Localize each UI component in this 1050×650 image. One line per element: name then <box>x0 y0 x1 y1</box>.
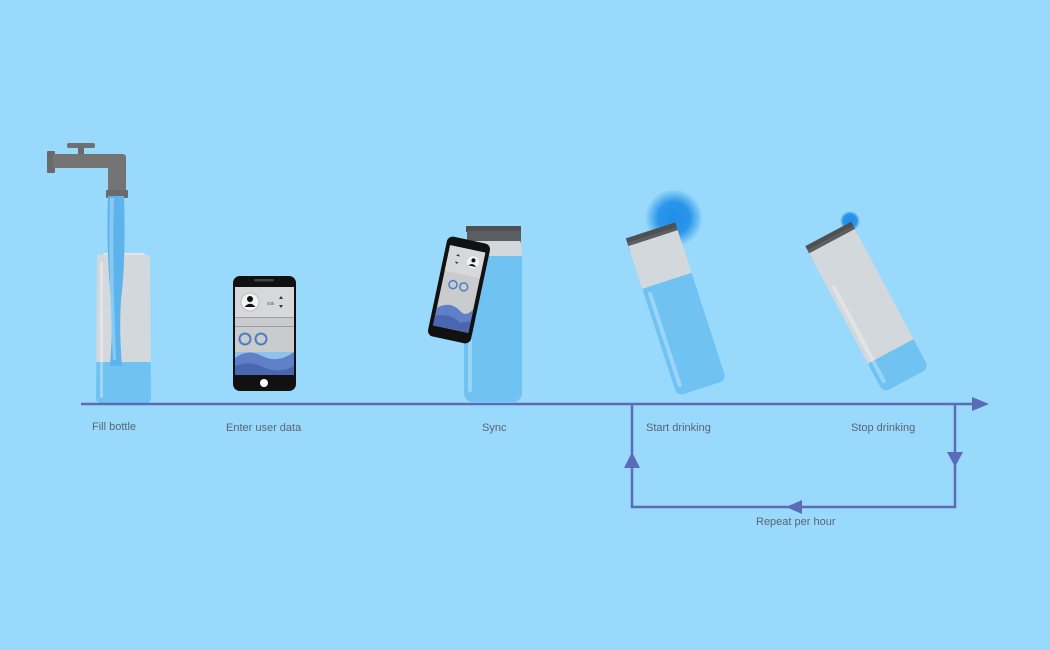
loop-left-arrowhead <box>786 500 802 514</box>
timeline-arrow <box>81 397 989 411</box>
step-label-stop-drinking: Stop drinking <box>851 422 916 434</box>
step-label-enter-user-data: Enter user data <box>226 422 302 434</box>
decrease-arrow-icon <box>279 305 283 308</box>
step-label-fill-bottle: Fill bottle <box>92 421 137 433</box>
sync-phone-icon <box>427 236 491 344</box>
tap-icon <box>47 143 128 198</box>
loop-label: Repeat per hour <box>756 516 836 528</box>
loop-up-arrowhead <box>624 452 640 468</box>
stop-drinking-bottle-icon <box>805 221 930 393</box>
home-button-icon <box>260 379 268 387</box>
repeat-loop-arrow <box>624 404 963 514</box>
step-label-sync: Sync <box>482 422 507 434</box>
phone-user-data-icon: 40k <box>233 276 296 391</box>
step-label-start-drinking: Start drinking <box>646 422 711 434</box>
loop-down-arrowhead <box>947 452 963 467</box>
weight-value: 40k <box>267 301 275 306</box>
increase-arrow-icon <box>279 296 283 299</box>
fill-bottle-icon <box>96 196 151 403</box>
start-drinking-bottle-icon <box>625 222 727 397</box>
